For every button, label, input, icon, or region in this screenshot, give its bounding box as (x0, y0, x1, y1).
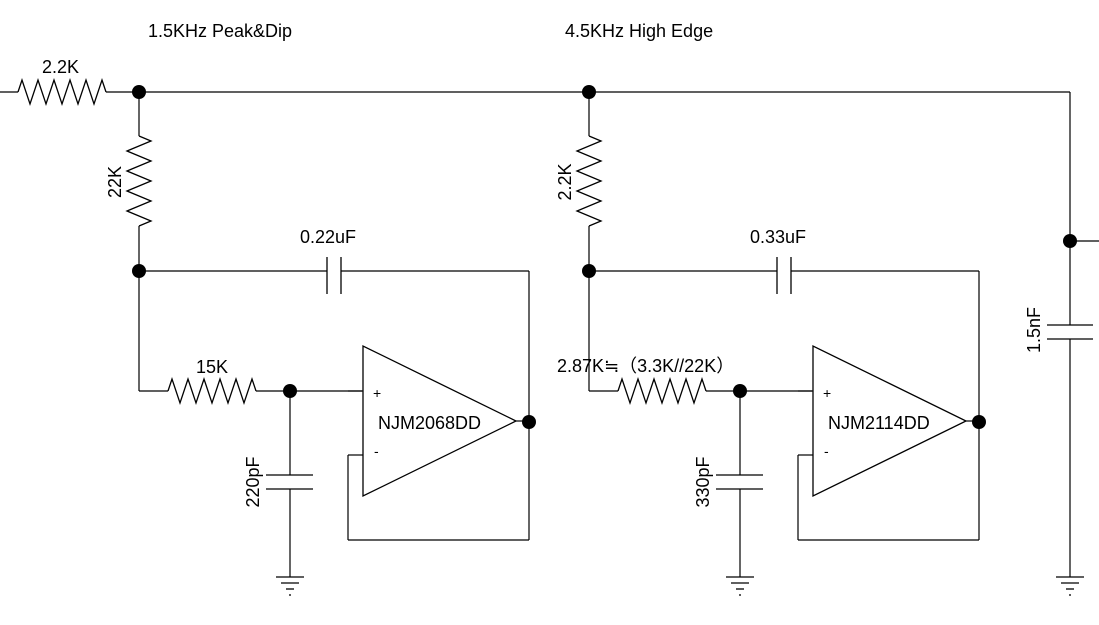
ground-icon (276, 576, 304, 596)
stage1-series-resistor-label: 15K (196, 357, 228, 377)
stage1-shunt-resistor (125, 92, 153, 271)
stage2-ground-capacitor-label: 330pF (693, 456, 713, 507)
stage2-series-resistor-label: 2.87K≒（3.3K//22K） (557, 356, 734, 376)
stage2-inverting-pin: - (824, 443, 829, 459)
stage2-opamp-label: NJM2114DD (828, 413, 930, 433)
stage2-noninverting-pin: + (823, 385, 831, 401)
stage1-noninverting-pin: + (373, 385, 381, 401)
input-resistor-label: 2.2K (42, 57, 79, 77)
stage1-feedback-capacitor (139, 257, 530, 422)
ground-icon (1056, 576, 1084, 596)
stage2-heading: 4.5KHz High Edge (565, 21, 713, 41)
stage1-shunt-resistor-label: 22K (105, 166, 125, 198)
stage1-heading: 1.5KHz Peak&Dip (148, 21, 292, 41)
junction-node (522, 415, 536, 429)
stage2-ground-capacitor (716, 391, 763, 577)
stage1-ground-capacitor-label: 220pF (243, 456, 263, 507)
junction-node (1063, 234, 1077, 248)
stage1-inverting-pin: - (374, 443, 379, 459)
stage1-ground-capacitor (266, 391, 313, 577)
stage2-series-resistor (588, 271, 812, 406)
junction-node (972, 415, 986, 429)
ground-icon (726, 576, 754, 596)
stage1-opamp (347, 344, 530, 541)
stage2-opamp (797, 344, 980, 541)
stage2-shunt-resistor (575, 92, 603, 271)
output-capacitor (1047, 92, 1099, 577)
input-resistor (0, 77, 139, 107)
output-capacitor-label: 1.5nF (1024, 307, 1044, 353)
stage1-feedback-capacitor-label: 0.22uF (300, 227, 356, 247)
stage2-shunt-resistor-label: 2.2K (555, 163, 575, 200)
stage2-feedback-capacitor (589, 257, 980, 422)
stage2-feedback-capacitor-label: 0.33uF (750, 227, 806, 247)
stage1-opamp-label: NJM2068DD (378, 413, 481, 433)
stage1-series-resistor (138, 271, 362, 406)
